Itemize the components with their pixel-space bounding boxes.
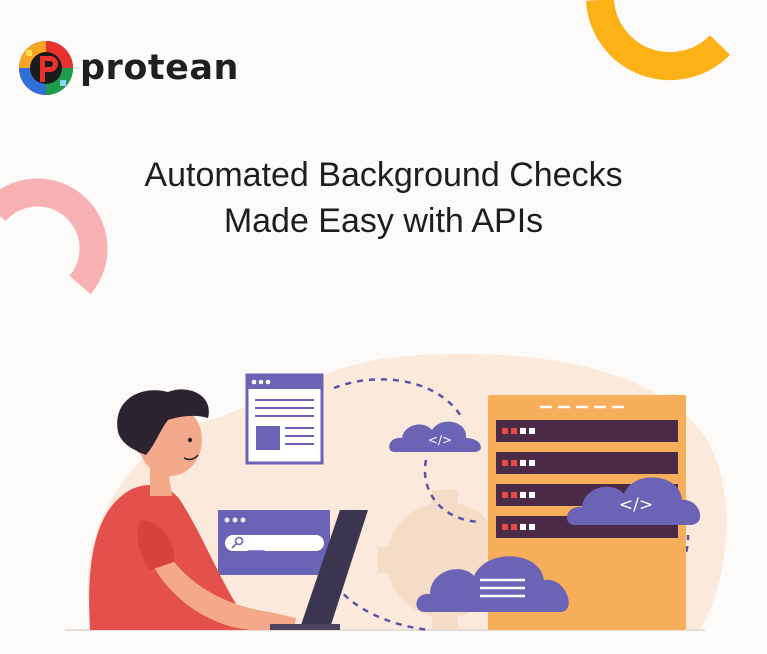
laptop — [270, 510, 368, 630]
protean-logo-mark-icon — [19, 41, 73, 95]
document-window — [245, 373, 324, 465]
brand-logo[interactable]: protean — [18, 40, 239, 96]
cloud-code-large: </> — [566, 477, 701, 525]
search-window: ___ — [218, 510, 330, 575]
page-title: Automated Background Checks Made Easy wi… — [0, 152, 767, 244]
code-tag-label: </> — [428, 433, 452, 447]
search-icon — [231, 536, 244, 549]
yellow-arc-shape — [586, 0, 731, 81]
pink-arc-shape — [0, 178, 108, 295]
title-line-2: Made Easy with APIs — [223, 202, 544, 240]
cloud-document — [416, 556, 569, 612]
cloud-code-small: </> — [389, 421, 481, 452]
search-placeholder: ___ — [247, 538, 265, 551]
person-figure — [89, 389, 296, 630]
brand-name: protean — [80, 48, 239, 88]
code-tag-label-large: </> — [619, 495, 653, 515]
title-line-1: Automated Background Checks — [144, 156, 623, 194]
